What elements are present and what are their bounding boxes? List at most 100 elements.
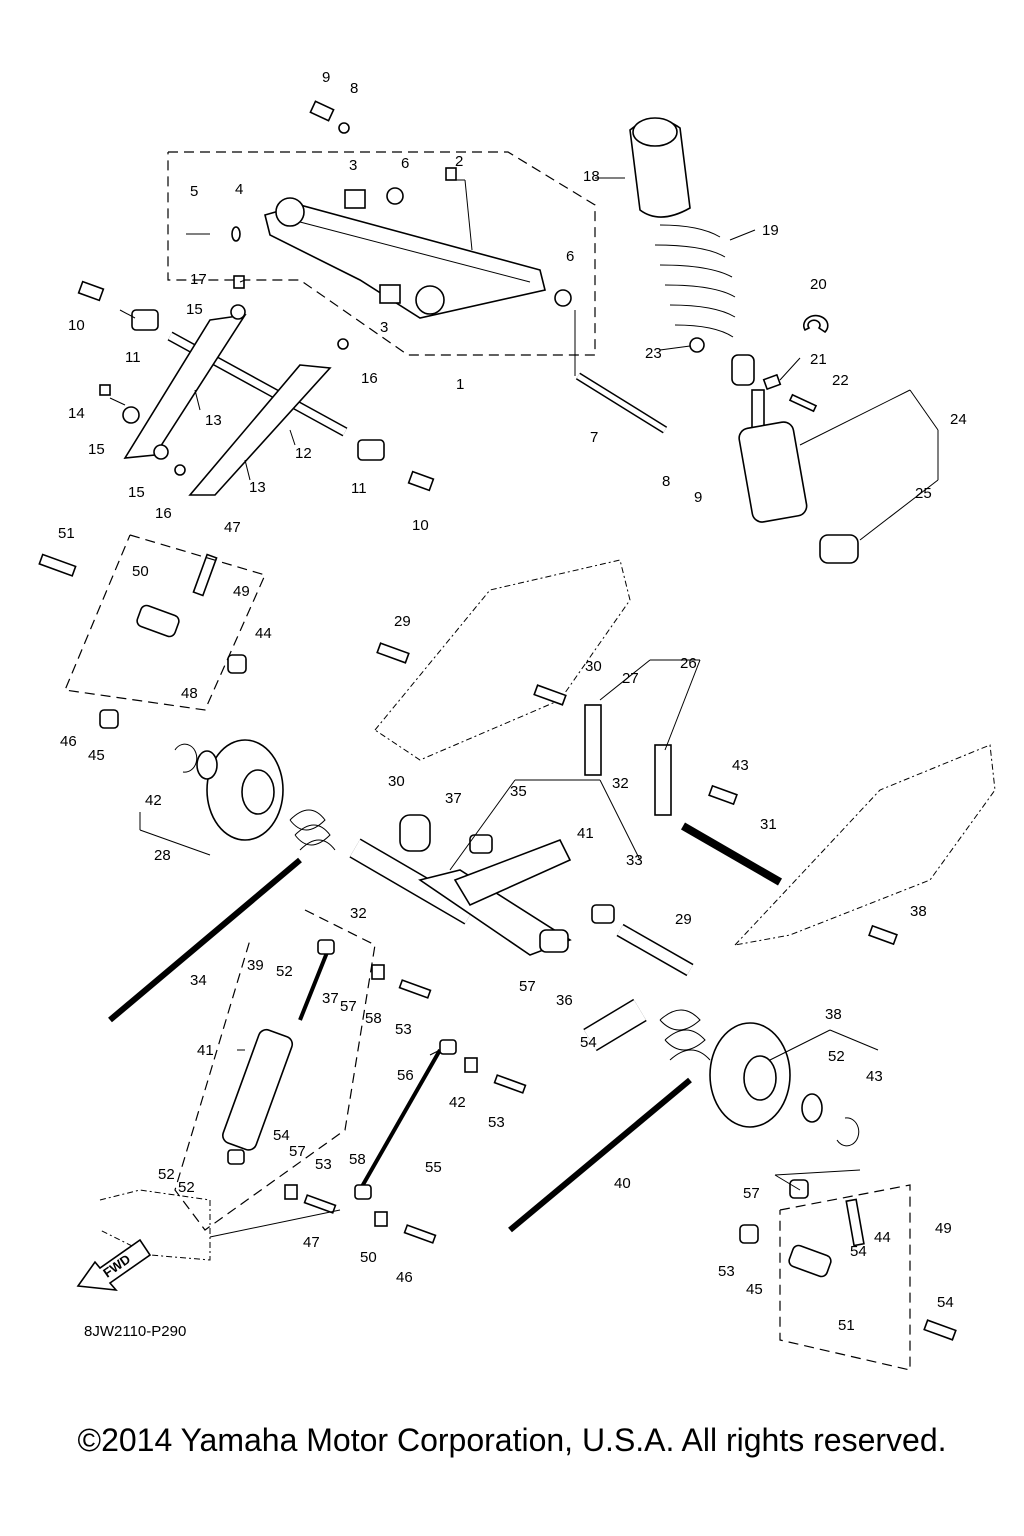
callout-44: 44	[874, 1229, 891, 1246]
callout-6: 6	[566, 248, 574, 265]
callout-5: 5	[190, 183, 198, 200]
callout-58: 58	[365, 1010, 382, 1027]
callout-31: 31	[760, 816, 777, 833]
callout-34: 34	[190, 972, 207, 989]
callout-57: 57	[519, 978, 536, 995]
callout-18: 18	[583, 168, 600, 185]
callout-7: 7	[590, 429, 598, 446]
callout-2: 2	[455, 153, 463, 170]
callout-14: 14	[68, 405, 85, 422]
callout-29: 29	[394, 613, 411, 630]
callout-8: 8	[662, 473, 670, 490]
callout-51: 51	[838, 1317, 855, 1334]
callout-25: 25	[915, 485, 932, 502]
callout-13: 13	[249, 479, 266, 496]
callout-37: 37	[322, 990, 339, 1007]
callout-46: 46	[60, 733, 77, 750]
callout-42: 42	[145, 792, 162, 809]
callout-26: 26	[680, 655, 697, 672]
callout-39: 39	[247, 957, 264, 974]
callout-52: 52	[158, 1166, 175, 1183]
callout-35: 35	[510, 783, 527, 800]
callout-52: 52	[178, 1179, 195, 1196]
callout-16: 16	[361, 370, 378, 387]
reference-code: 8JW2110-P290	[84, 1323, 187, 1340]
callout-3: 3	[380, 319, 388, 336]
callout-32: 32	[612, 775, 629, 792]
callout-21: 21	[810, 351, 827, 368]
callout-53: 53	[718, 1263, 735, 1280]
callout-19: 19	[762, 222, 779, 239]
callout-38: 38	[910, 903, 927, 920]
callout-15: 15	[88, 441, 105, 458]
callout-43: 43	[866, 1068, 883, 1085]
callout-56: 56	[397, 1067, 414, 1084]
callout-23: 23	[645, 345, 662, 362]
callout-43: 43	[732, 757, 749, 774]
callout-53: 53	[315, 1156, 332, 1173]
callout-54: 54	[273, 1127, 290, 1144]
callout-45: 45	[88, 747, 105, 764]
callout-3: 3	[349, 157, 357, 174]
callout-13: 13	[205, 412, 222, 429]
callout-47: 47	[224, 519, 241, 536]
callout-54: 54	[850, 1243, 867, 1260]
callout-37: 37	[445, 790, 462, 807]
copyright-notice: ©2014 Yamaha Motor Corporation, U.S.A. A…	[77, 1422, 947, 1458]
callout-30: 30	[388, 773, 405, 790]
callout-54: 54	[937, 1294, 954, 1311]
callout-11: 11	[351, 480, 367, 497]
rear-arm	[264, 189, 546, 319]
callout-40: 40	[614, 1175, 631, 1192]
callout-52: 52	[276, 963, 293, 980]
callout-50: 50	[132, 563, 149, 580]
callout-51: 51	[58, 525, 75, 542]
callout-55: 55	[425, 1159, 442, 1176]
callout-58: 58	[349, 1151, 366, 1168]
callout-12: 12	[295, 445, 312, 462]
callout-36: 36	[556, 992, 573, 1009]
callout-8: 8	[350, 80, 358, 97]
callout-47: 47	[303, 1234, 320, 1251]
callout-29: 29	[675, 911, 692, 928]
callout-44: 44	[255, 625, 272, 642]
callout-22: 22	[832, 372, 849, 389]
callout-15: 15	[128, 484, 145, 501]
callout-53: 53	[395, 1021, 412, 1038]
callout-48: 48	[0, 0, 17, 4]
callout-41: 41	[197, 1042, 214, 1059]
callout-50: 50	[360, 1249, 377, 1266]
callout-57: 57	[340, 998, 357, 1015]
callout-20: 20	[810, 276, 827, 293]
leader-lines	[109, 177, 939, 1238]
callout-46: 46	[396, 1269, 413, 1286]
callout-53: 53	[488, 1114, 505, 1131]
callout-57: 57	[289, 1143, 306, 1160]
callout-17: 17	[190, 271, 207, 288]
callout-16: 16	[155, 505, 172, 522]
callout-1: 1	[456, 376, 464, 393]
callout-10: 10	[412, 517, 429, 534]
callout-45: 45	[746, 1281, 763, 1298]
callout-32: 32	[350, 905, 367, 922]
fwd-arrow-icon	[76, 1238, 152, 1292]
callout-57: 57	[743, 1185, 760, 1202]
callout-9: 9	[322, 69, 330, 86]
callout-15: 15	[186, 301, 203, 318]
callout-49: 49	[233, 583, 250, 600]
callout-33: 33	[626, 852, 643, 869]
callout-30: 30	[585, 658, 602, 675]
callout-41: 41	[577, 825, 594, 842]
callout-4: 4	[235, 181, 243, 198]
callout-54: 54	[580, 1034, 597, 1051]
callout-24: 24	[950, 411, 967, 428]
callout-48: 48	[181, 685, 198, 702]
callout-10: 10	[68, 317, 85, 334]
callout-42: 42	[449, 1094, 466, 1111]
callout-27: 27	[622, 670, 639, 687]
callout-28: 28	[154, 847, 171, 864]
callout-9: 9	[694, 489, 702, 506]
rear-shock	[629, 117, 859, 564]
